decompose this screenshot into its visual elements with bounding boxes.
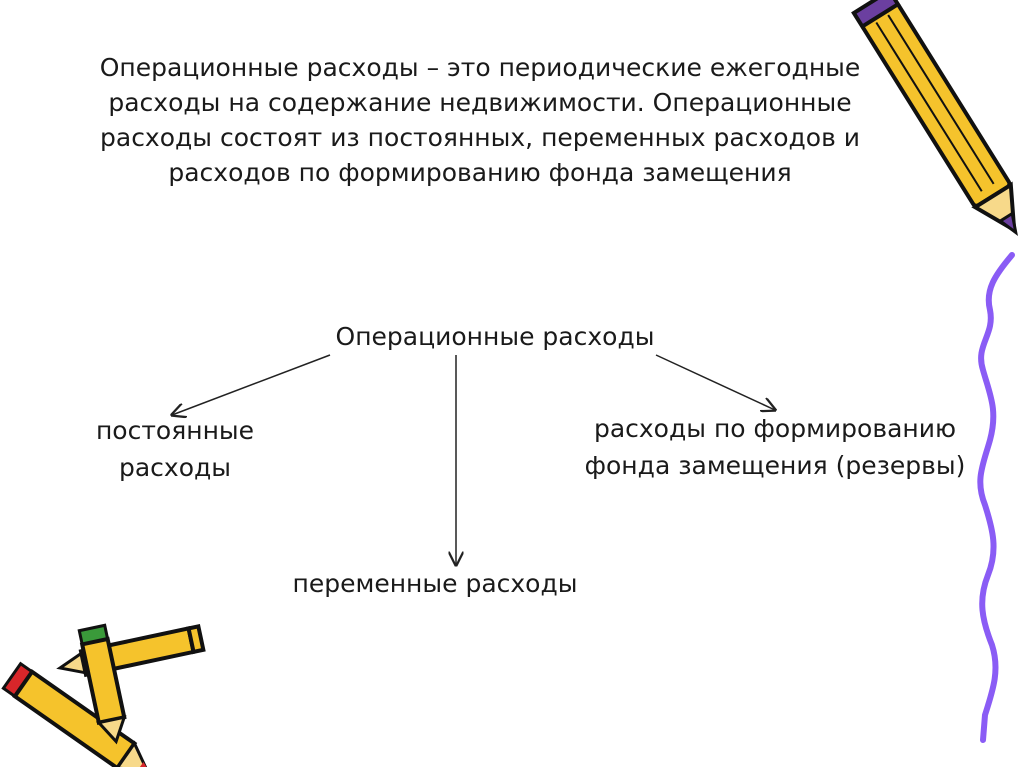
root-node: Операционные расходы — [335, 322, 655, 351]
arrow-to-fixed — [172, 354, 331, 415]
arrow-to-reserve — [655, 354, 775, 410]
fixed-costs-node: постоянные расходы — [95, 416, 255, 482]
variable-costs-node: переменные расходы — [292, 569, 578, 598]
reserve-fund-node: расходы по формированию фонда замещения … — [584, 414, 966, 480]
definition-text: Операционные расходы – это периодические… — [99, 53, 861, 187]
